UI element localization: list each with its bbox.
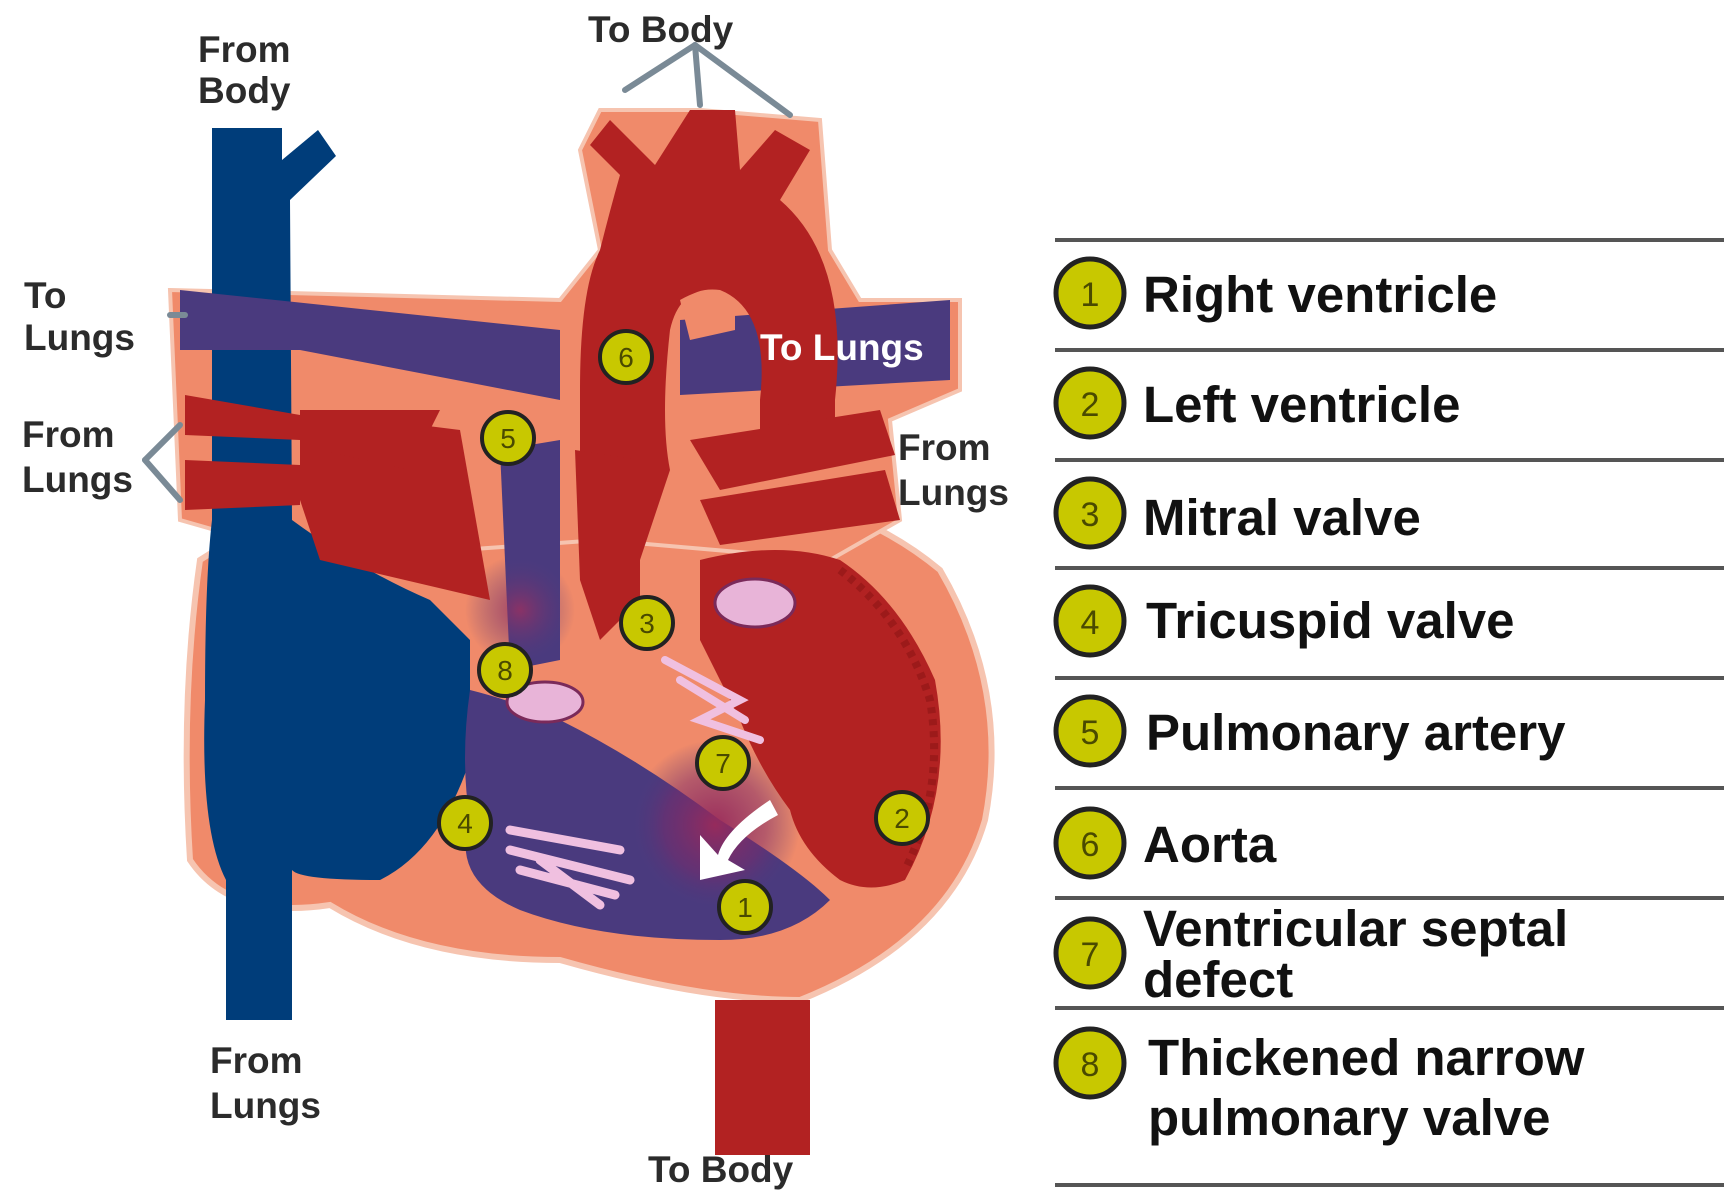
marker-4: 4 (439, 797, 491, 849)
svg-text:1: 1 (1081, 276, 1100, 314)
from-lungs-bottom-label: From (210, 1040, 303, 1081)
mitral-valve-ring (715, 579, 795, 627)
legend-label-vsd-line1: Ventricular septal (1143, 900, 1568, 957)
from-lungs-right-label-line2: Lungs (898, 472, 1009, 513)
from-body-top-label-line2: Body (198, 70, 291, 111)
legend-row-6: 6 Aorta (1056, 809, 1277, 877)
legend-row-5: 5 Pulmonary artery (1056, 697, 1566, 765)
legend-row-3: 3 Mitral valve (1056, 479, 1421, 547)
marker-5: 5 (482, 412, 534, 464)
legend-label-vsd-line2: defect (1143, 951, 1293, 1008)
legend-label-pulmonary-valve-line2: pulmonary valve (1148, 1089, 1551, 1146)
svg-text:6: 6 (618, 342, 634, 373)
to-body-bottom-label: To Body (648, 1149, 794, 1190)
marker-3: 3 (621, 597, 673, 649)
marker-1: 1 (719, 881, 771, 933)
to-lungs-left-label: To (24, 275, 66, 316)
svg-text:5: 5 (500, 423, 516, 454)
svg-text:2: 2 (894, 803, 910, 834)
legend-label-right-ventricle: Right ventricle (1143, 266, 1497, 323)
marker-6: 6 (600, 331, 652, 383)
marker-8: 8 (479, 644, 531, 696)
legend-label-left-ventricle: Left ventricle (1143, 376, 1460, 433)
svg-text:1: 1 (737, 892, 753, 923)
marker-2: 2 (876, 792, 928, 844)
svg-text:6: 6 (1081, 826, 1100, 864)
legend-label-mitral-valve: Mitral valve (1143, 489, 1421, 546)
to-body-top-label: To Body (588, 9, 734, 50)
from-body-top-label: From (198, 29, 291, 70)
legend-row-2: 2 Left ventricle (1056, 369, 1460, 437)
svg-text:3: 3 (639, 608, 655, 639)
svg-text:5: 5 (1081, 714, 1100, 752)
svg-text:2: 2 (1081, 386, 1100, 424)
svg-text:8: 8 (497, 655, 513, 686)
legend-label-tricuspid-valve: Tricuspid valve (1146, 592, 1515, 649)
legend: 1 Right ventricle 2 Left ventricle 3 Mit… (1055, 240, 1724, 1185)
legend-label-pulmonary-valve-line1: Thickened narrow (1148, 1029, 1585, 1086)
svg-text:8: 8 (1081, 1046, 1100, 1084)
legend-row-4: 4 Tricuspid valve (1056, 587, 1515, 655)
from-lungs-right-label: From (898, 427, 991, 468)
to-lungs-left-label-line2: Lungs (24, 317, 135, 358)
from-lungs-bottom-label-line2: Lungs (210, 1085, 321, 1126)
from-lungs-left-label-line2: Lungs (22, 459, 133, 500)
legend-row-1: 1 Right ventricle (1056, 259, 1497, 327)
legend-label-aorta: Aorta (1143, 816, 1277, 873)
legend-label-pulmonary-artery: Pulmonary artery (1146, 704, 1566, 761)
svg-text:7: 7 (1081, 936, 1100, 974)
marker-7: 7 (697, 737, 749, 789)
from-lungs-left-label: From (22, 414, 115, 455)
svg-text:7: 7 (715, 748, 731, 779)
svg-text:4: 4 (1081, 604, 1100, 642)
svg-text:3: 3 (1081, 496, 1100, 534)
legend-row-8: 8 Thickened narrow pulmonary valve (1056, 1029, 1585, 1146)
to-lungs-right-label: To Lungs (760, 327, 924, 368)
legend-row-7: 7 Ventricular septal defect (1056, 900, 1568, 1008)
svg-text:4: 4 (457, 808, 473, 839)
